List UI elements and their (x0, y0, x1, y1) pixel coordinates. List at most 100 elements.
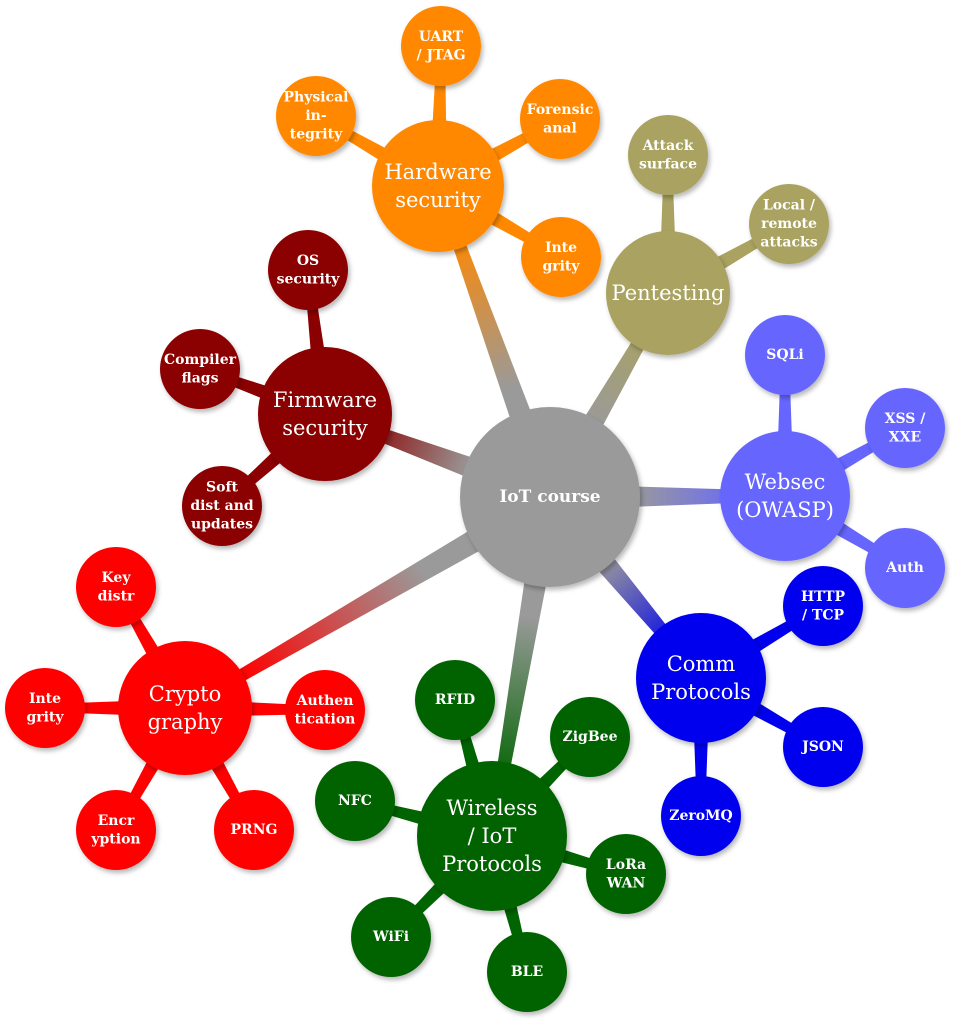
branch-firmware[interactable]: Firmware security (258, 347, 392, 481)
branch-wireless-label-line: Protocols (442, 852, 542, 876)
leaf-wireless-label-line: LoRa (606, 857, 646, 873)
leaf-comm[interactable]: JSON (783, 707, 863, 787)
leaf-wireless-bubble (550, 697, 630, 777)
leaf-wireless-label-line: WiFi (372, 929, 409, 945)
branch-firmware-bubble (258, 347, 392, 481)
leaf-firmware-label-line: Soft (206, 480, 238, 496)
leaf-crypto-label-line: Authen (296, 693, 354, 709)
leaf-hardware-label-line: Forensic (527, 102, 594, 118)
leaf-websec[interactable]: XSS /XXE (865, 388, 945, 468)
leaf-pentesting-bubble (749, 184, 829, 264)
leaf-websec-bubble (865, 388, 945, 468)
leaf-firmware-bubble (268, 230, 348, 310)
leaf-crypto-bubble (285, 670, 365, 750)
leaf-websec-bubble (745, 315, 825, 395)
leaf-crypto-label-line: Encr (98, 813, 135, 829)
leaf-crypto-label-line: PRNG (231, 822, 278, 838)
branch-comm-label-line: Protocols (651, 680, 751, 704)
leaf-websec-label-line: SQLi (766, 347, 803, 363)
leaf-websec-bubble (865, 528, 945, 608)
leaf-comm-label-line: JSON (800, 739, 844, 755)
center-node[interactable]: IoT course (460, 407, 640, 587)
leaf-wireless[interactable]: ZigBee (550, 697, 630, 777)
leaf-pentesting-label-line: attacks (760, 235, 817, 251)
leaf-crypto[interactable]: PRNG (214, 790, 294, 870)
leaf-comm-bubble (783, 566, 863, 646)
leaf-wireless[interactable]: NFC (315, 761, 395, 841)
node-layer: IoT course Hardware security UART / JTAG Fore… (5, 6, 945, 1012)
leaf-crypto-bubble (76, 790, 156, 870)
leaf-wireless-bubble (351, 897, 431, 977)
leaf-hardware-label-line: Inte (545, 240, 577, 256)
branch-websec[interactable]: Websec(OWASP) (720, 431, 850, 561)
branch-pentesting-bubble (606, 231, 730, 355)
leaf-hardware[interactable]: Inte grity (521, 217, 601, 297)
leaf-pentesting-label-line: surface (639, 156, 697, 172)
leaf-crypto-bubble (5, 668, 85, 748)
branch-crypto-label-line: graphy (148, 710, 223, 734)
leaf-firmware-label-line: security (277, 271, 341, 287)
branch-websec-label-line: Websec (745, 470, 826, 494)
leaf-comm-label-line: HTTP (801, 589, 846, 605)
branch-firmware-label-line: security (282, 416, 368, 440)
branch-hardware-bubble (372, 120, 504, 252)
branch-wireless-bubble (417, 761, 567, 911)
leaf-crypto[interactable]: Authen tication (285, 670, 365, 750)
leaf-hardware-label-line: grity (542, 258, 580, 274)
leaf-wireless-bubble (315, 761, 395, 841)
leaf-wireless-bubble (415, 660, 495, 740)
leaf-wireless[interactable]: RFID (415, 660, 495, 740)
leaf-websec-label-line: XXE (889, 429, 921, 445)
leaf-comm-label-line: ZeroMQ (669, 808, 733, 824)
leaf-hardware-bubble (520, 79, 600, 159)
leaf-comm[interactable]: HTTP / TCP (783, 566, 863, 646)
branch-pentesting[interactable]: Pentesting (606, 231, 730, 355)
leaf-crypto-bubble (214, 790, 294, 870)
leaf-pentesting-label-line: remote (761, 216, 817, 232)
leaf-wireless[interactable]: WiFi (351, 897, 431, 977)
branch-hardware[interactable]: Hardware security (372, 120, 504, 252)
leaf-pentesting-bubble (628, 115, 708, 195)
branch-pentesting-label-line: Pentesting (612, 281, 725, 305)
leaf-comm-label-line: / TCP (802, 607, 845, 623)
branch-firmware-label-line: Firmware (273, 388, 377, 412)
leaf-hardware[interactable]: UART / JTAG (401, 6, 481, 86)
leaf-websec[interactable]: Auth (865, 528, 945, 608)
leaf-hardware-bubble (521, 217, 601, 297)
branch-hardware-label-line: Hardware (384, 160, 491, 184)
leaf-firmware-bubble (182, 466, 262, 546)
leaf-websec[interactable]: SQLi (745, 315, 825, 395)
leaf-websec-label-line: Auth (885, 560, 924, 576)
leaf-wireless[interactable]: BLE (487, 932, 567, 1012)
leaf-comm-bubble (783, 707, 863, 787)
leaf-hardware-label-line: in- (305, 108, 326, 124)
leaf-firmware-bubble (160, 329, 240, 409)
leaf-hardware-label-line: UART (419, 29, 464, 45)
leaf-comm[interactable]: ZeroMQ (661, 776, 741, 856)
branch-crypto-bubble (118, 641, 252, 775)
leaf-hardware-label-line: / JTAG (416, 47, 465, 63)
leaf-hardware-label-line: Physical (284, 90, 349, 106)
leaf-crypto-label-line: tication (295, 711, 356, 727)
leaf-wireless-bubble (487, 932, 567, 1012)
leaf-crypto-label-line: distr (98, 588, 135, 604)
leaf-crypto-label-line: grity (26, 709, 64, 725)
leaf-firmware-label-line: flags (182, 370, 219, 386)
leaf-wireless-bubble (586, 834, 666, 914)
branch-hardware-label-line: security (395, 188, 481, 212)
